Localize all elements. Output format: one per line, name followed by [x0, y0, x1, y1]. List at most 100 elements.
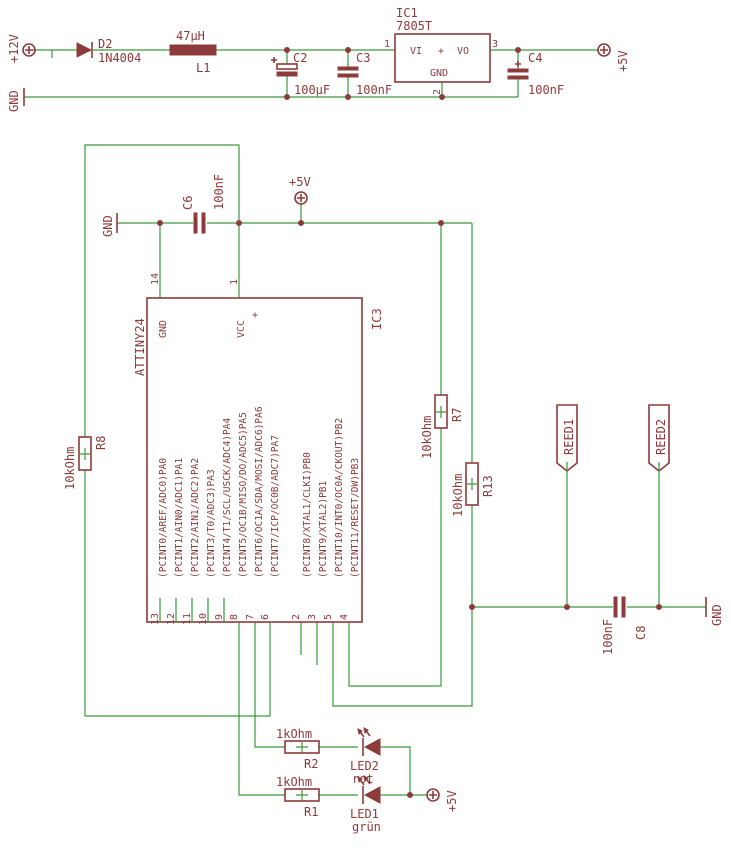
led-1: LED1 grün	[350, 775, 381, 834]
r8-name: R8	[94, 436, 108, 450]
ic3-left-label: (PCINT2/AIN1/ADC2)PA2	[190, 458, 201, 578]
ic1-plus-label: +	[438, 46, 444, 57]
ic3-right-pin: 2	[291, 614, 302, 620]
ic3-left-pin: 7	[245, 614, 256, 620]
supply-12v-label: +12V	[7, 34, 21, 63]
l1-name: L1	[196, 61, 210, 75]
supply-5v-mcu-label: +5V	[289, 175, 311, 189]
mcu-wires	[84, 144, 706, 798]
resistor-r7: R7 10kOhm	[420, 394, 464, 459]
ic3-left-pin: 12	[166, 613, 177, 625]
gnd-mcu-symbol: GND	[101, 213, 118, 237]
ic3-right-pin: 3	[307, 614, 318, 620]
c4-value: 100nF	[528, 83, 564, 97]
led1-name: LED1	[350, 807, 379, 821]
supply-5v-led-symbol: +5V	[426, 788, 459, 812]
ic3-plus-label: +	[252, 310, 258, 321]
c3-name: C3	[356, 51, 370, 65]
reed-switch-1: REED1	[556, 404, 578, 484]
c2-name: C2	[293, 51, 307, 65]
capacitor-c6: C6 100nF	[181, 174, 226, 234]
ic3-left-pin: 13	[150, 613, 161, 625]
ic3-left-pin: 11	[182, 613, 193, 625]
ic3-left-label: (PCINT0/AREF/ADC0)PA0	[158, 458, 169, 578]
r7-name: R7	[450, 408, 464, 422]
c8-value: 100nF	[601, 619, 615, 655]
gnd-top-symbol: GND	[7, 88, 25, 112]
ic3-pin-gnd: 14	[150, 273, 161, 285]
r13-name: R13	[481, 475, 495, 497]
ic3-right-pin: 5	[323, 614, 334, 620]
r8-value: 10kOhm	[63, 447, 77, 490]
d2-name: D2	[98, 37, 112, 51]
ic3-right-label: (PCINT10/INT0/OC0A/CKOUT)PB2	[334, 418, 345, 578]
supply-5v-led-label: +5V	[445, 790, 459, 812]
ic3-right-label: (PCINT11/RESET/DW)PB3	[350, 458, 361, 578]
ic3-value: ATTINY24	[133, 318, 147, 376]
gnd-c8-label: GND	[710, 604, 724, 626]
ic3-left-label: (PCINT6/OC1A/SDA/MOSI/ADC6)PA6	[254, 406, 265, 578]
ic3-right-pin: 4	[339, 614, 350, 620]
reed2-name: REED2	[654, 419, 668, 455]
reed1-name: REED1	[562, 419, 576, 455]
ic3-right-label: (PCINT8/XTAL1/CLKI)PB0	[302, 452, 313, 578]
resistor-r2: 1kOhm R2	[276, 727, 320, 771]
ic3-left-label: (PCINT7/ICP/OC0B/ADC7)PA7	[270, 435, 281, 578]
power-supply-section	[24, 47, 598, 100]
supply-5v-mcu-symbol: +5V	[289, 175, 311, 205]
ic3-left-pin: 6	[260, 614, 271, 620]
supply-5v-reg-symbol: +5V	[597, 43, 630, 72]
ic1-gnd-label: GND	[430, 68, 448, 79]
r1-value: 1kOhm	[276, 775, 312, 789]
mcu-ic3: IC3 ATTINY24 GND VCC + 14 1 (PCINT0/AREF…	[133, 273, 384, 625]
ic1-vi-label: VI	[410, 46, 422, 57]
capacitor-c4: C4 100nF	[507, 51, 564, 97]
r7-value: 10kOhm	[420, 416, 434, 459]
ic3-left-label: (PCINT1/AIN0/ADC1)PA1	[174, 458, 185, 578]
ic1-name: IC1	[396, 6, 418, 20]
r2-name: R2	[304, 757, 318, 771]
capacitor-c3: C3 100nF	[337, 51, 392, 97]
ic3-pin-vcc: 1	[229, 279, 240, 285]
resistor-r13: R13 10kOhm	[451, 462, 495, 517]
r2-value: 1kOhm	[276, 727, 312, 741]
c8-name: C8	[634, 626, 648, 640]
ic3-left-pin: 10	[198, 613, 209, 625]
gnd-top-label: GND	[7, 90, 21, 112]
regulator-ic1: IC1 7805T VI + VO GND 1 2 3	[384, 6, 498, 95]
c6-value: 100nF	[212, 174, 226, 210]
r1-name: R1	[304, 805, 318, 819]
ic3-right-label: (PCINT9/XTAL2)PB1	[318, 480, 329, 578]
c4-name: C4	[528, 51, 542, 65]
ic1-pin2: 2	[432, 89, 443, 95]
c2-value: 100µF	[294, 83, 330, 97]
ic3-left-label: (PCINT3/T0/ADC3)PA3	[206, 469, 217, 578]
ic3-name: IC3	[370, 308, 384, 330]
c6-name: C6	[181, 196, 195, 210]
capacitor-c8: C8 100nF	[601, 596, 648, 655]
led-2: LED2 rot	[350, 727, 381, 786]
capacitor-c2: C2 100µF	[271, 51, 330, 97]
ic3-vcc-label: VCC	[236, 320, 247, 338]
ic3-left-pin: 9	[214, 614, 225, 620]
led2-name: LED2	[350, 759, 379, 773]
led1-color: grün	[352, 820, 381, 834]
r13-value: 10kOhm	[451, 474, 465, 517]
gnd-c8-symbol: GND	[705, 597, 724, 626]
gnd-mcu-label: GND	[101, 215, 115, 237]
diode-d2: D2 1N4004	[76, 37, 141, 65]
reed-switch-2: REED2	[648, 404, 670, 484]
ic1-value: 7805T	[396, 19, 432, 33]
resistor-r1: 1kOhm R1	[276, 775, 320, 819]
ic1-pin1: 1	[384, 39, 390, 50]
supply-5v-reg-label: +5V	[616, 50, 630, 72]
ic1-pin3: 3	[492, 39, 498, 50]
inductor-l1: 47µH L1	[169, 29, 217, 75]
ic3-left-label: (PCINT5/OC1B/MISO/DO/ADC5)PA5	[238, 412, 249, 578]
ic3-left-pin: 8	[229, 614, 240, 620]
c3-value: 100nF	[356, 83, 392, 97]
ic3-left-label: (PCINT4/T1/SCL/USCK/ADC4)PA4	[222, 418, 233, 578]
ic3-gnd-label: GND	[158, 320, 169, 338]
d2-value: 1N4004	[98, 51, 141, 65]
